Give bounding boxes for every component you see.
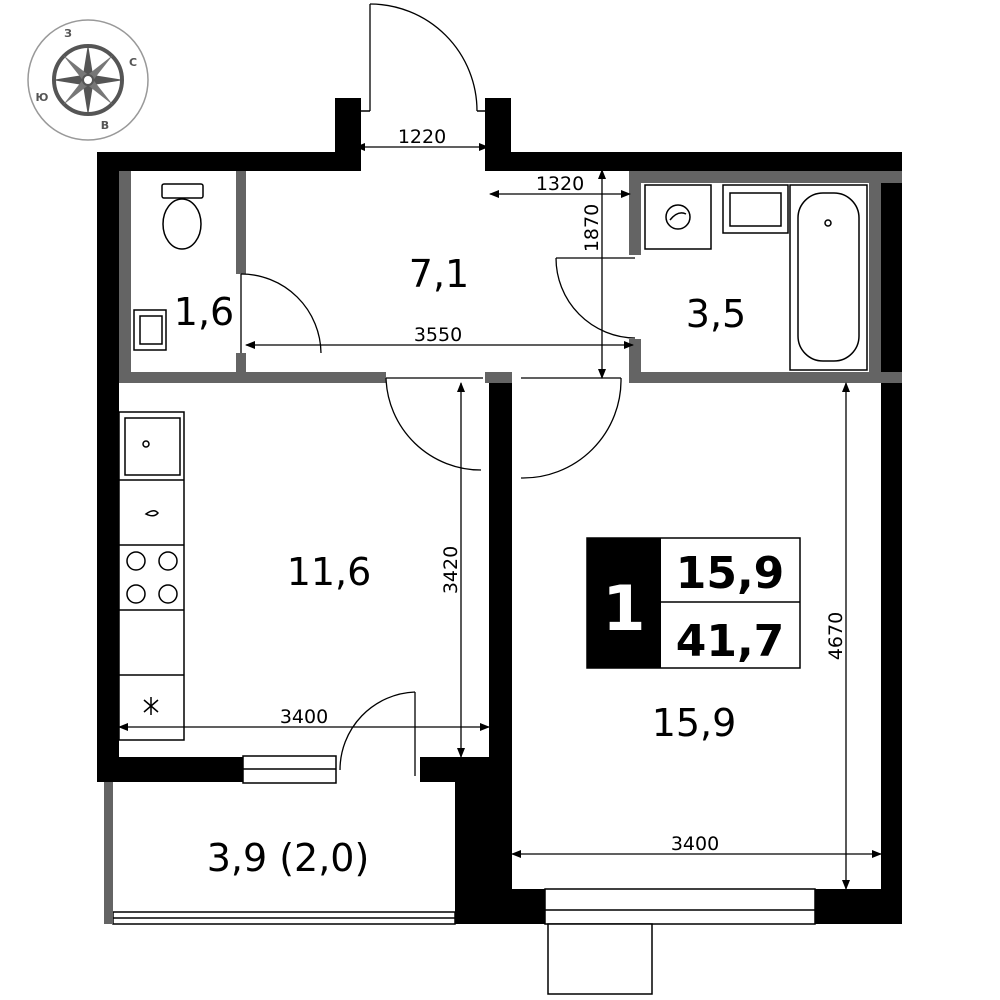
badge-room-count: 1 <box>602 572 645 645</box>
svg-text:3420: 3420 <box>440 546 462 594</box>
svg-text:1870: 1870 <box>581 204 603 252</box>
svg-text:3400: 3400 <box>671 833 719 855</box>
dimension-living-width: 3400 <box>511 833 882 858</box>
dimension-hall-upper: 1320 <box>489 173 631 198</box>
svg-text:3400: 3400 <box>280 706 328 728</box>
dimension-hall-width: 3550 <box>245 324 634 349</box>
room-area-balcony: 3,9 (2,0) <box>207 836 370 880</box>
entrance-door <box>361 3 485 112</box>
svg-text:1320: 1320 <box>536 173 584 195</box>
apartment-badge: 1 15,9 41,7 <box>586 537 801 669</box>
compass-west-label: Ю <box>36 91 49 104</box>
outer-walls <box>97 98 902 924</box>
svg-text:4670: 4670 <box>825 612 847 660</box>
washing-machine-icon <box>644 184 712 250</box>
washroom-sink-icon <box>722 184 789 234</box>
kitchen-sink-icon <box>124 417 181 476</box>
bathroom-door <box>240 273 322 354</box>
dimension-entrance: 1220 <box>355 126 489 151</box>
badge-living-area: 15,9 <box>676 548 785 599</box>
compass-east-label: С <box>129 56 137 69</box>
bathroom-sink-icon <box>133 309 167 351</box>
room-area-washroom: 3,5 <box>686 292 746 336</box>
svg-text:1220: 1220 <box>398 126 446 148</box>
washroom-door <box>555 257 636 339</box>
room-area-kitchen: 11,6 <box>287 550 372 594</box>
inner-walls <box>119 171 902 383</box>
room-area-hallway: 7,1 <box>409 252 469 296</box>
dimension-hall-depth: 1870 <box>581 169 606 379</box>
kitchen-window <box>242 755 337 784</box>
dimension-living-depth: 4670 <box>825 382 850 890</box>
balcony-door <box>339 691 416 776</box>
living-door <box>520 377 622 479</box>
kitchen-door <box>385 377 483 471</box>
compass-north-label: З <box>64 27 72 40</box>
snowflake-icon <box>143 697 159 715</box>
compass-south-label: В <box>101 119 109 132</box>
bathtub-icon <box>789 184 868 371</box>
balcony-glazing <box>104 782 456 925</box>
svg-text:3550: 3550 <box>414 324 462 346</box>
stove-icon <box>126 551 178 604</box>
living-window <box>544 888 816 995</box>
compass-rose-icon: З С В Ю <box>27 19 149 141</box>
water-drop-icon <box>144 510 159 517</box>
toilet-icon <box>161 183 204 250</box>
room-area-living: 15,9 <box>652 701 737 745</box>
room-area-bathroom: 1,6 <box>174 290 234 334</box>
dimension-kitchen-width: 3400 <box>118 706 490 731</box>
dimension-kitchen-depth: 3420 <box>440 382 465 758</box>
badge-total-area: 41,7 <box>676 616 785 667</box>
